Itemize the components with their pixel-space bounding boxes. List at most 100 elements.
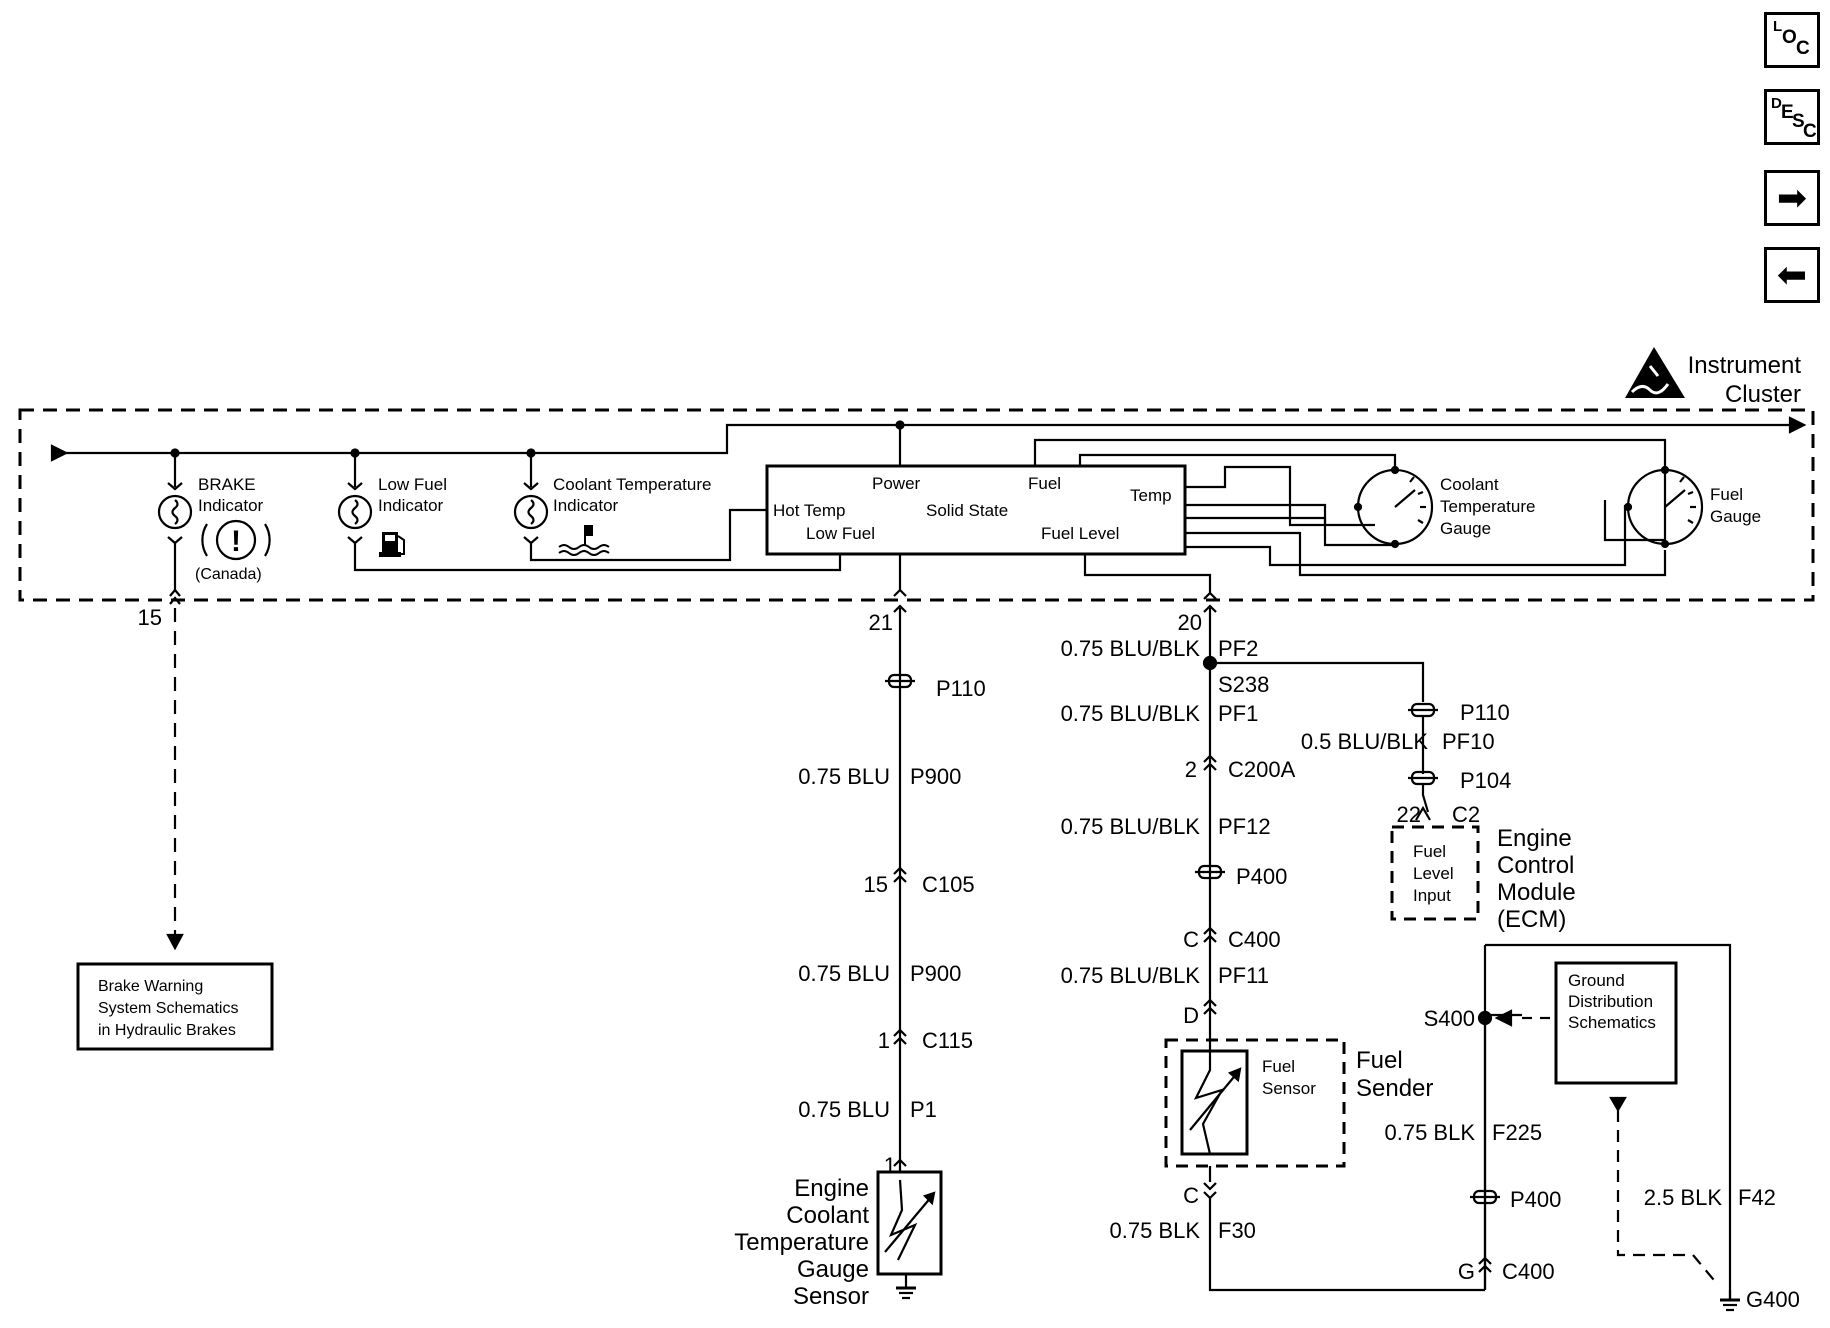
prev-page-button[interactable]: ⬅ <box>1764 247 1820 303</box>
coolant-temp-indicator-lamp <box>513 494 549 530</box>
ground-wire1-size: 0.75 BLK <box>1384 1120 1475 1145</box>
fuel-sensor-label-2: Sensor <box>1262 1079 1316 1098</box>
ground-distribution-box <box>1554 961 1678 1085</box>
coolant-gauge-label-2: Temperature <box>1440 497 1535 516</box>
ecm-input-label-3: Input <box>1413 886 1451 905</box>
coolant-wire1-size: 0.75 BLU <box>798 764 890 789</box>
fuel-c-pin-label: C <box>1183 1183 1199 1208</box>
brake-warning-schematics-box <box>76 962 274 1051</box>
ecm-p110-label: P110 <box>1460 700 1510 725</box>
fuel-sender-label-1: Fuel <box>1356 1047 1403 1074</box>
c105-pin-label: 15 <box>864 872 888 897</box>
g400-label: G400 <box>1746 1287 1800 1312</box>
low-fuel-label-2: Indicator <box>378 496 444 515</box>
right-arrow-icon: ➡ <box>1776 177 1808 219</box>
fuel-wire4-size: 0.75 BLU/BLK <box>1061 963 1201 988</box>
fuel-gauge-label-2: Gauge <box>1710 507 1761 526</box>
fuel-wire2-id: PF1 <box>1218 701 1258 726</box>
ground-dist-label-3: Schematics <box>1568 1013 1656 1032</box>
brake-box-line-3: in Hydraulic Brakes <box>98 1022 236 1039</box>
coolant-wire2-id: P900 <box>910 961 961 986</box>
desc-label-e: E <box>1781 102 1794 123</box>
fuel-wire3-id: PF12 <box>1218 814 1271 839</box>
ecm-boundary <box>1390 825 1480 921</box>
c105-label: C105 <box>922 872 975 897</box>
ecm-wire-id: PF10 <box>1442 729 1495 754</box>
desc-label-s: S <box>1792 111 1805 132</box>
fuel-wire1-id: PF2 <box>1218 636 1258 661</box>
fuel-sender-boundary <box>1164 1038 1346 1168</box>
ground-c400-label: C400 <box>1502 1259 1555 1284</box>
loc-label-l: L <box>1773 18 1783 35</box>
pin-15-label: 15 <box>138 605 162 630</box>
ecm-wire-size: 0.5 BLU/BLK <box>1301 729 1429 754</box>
brake-exclamation-icon <box>215 519 257 561</box>
coolant-p110-label: P110 <box>936 676 986 701</box>
ground-c400-pin-label: G <box>1458 1259 1475 1284</box>
ground-dist-label-1: Ground <box>1568 971 1625 990</box>
pin-20-label: 20 <box>1178 610 1202 635</box>
ecm-label-4: (ECM) <box>1497 906 1566 933</box>
desc-label-c: C <box>1803 121 1817 142</box>
fuel-wire3-size: 0.75 BLU/BLK <box>1061 814 1201 839</box>
ground-wire1-id: F225 <box>1492 1120 1542 1145</box>
p110-passthrough <box>885 673 915 689</box>
fuel-wire5-size: 0.75 BLK <box>1109 1218 1200 1243</box>
next-page-button[interactable]: ➡ <box>1764 170 1820 226</box>
desc-label-d: D <box>1771 95 1782 112</box>
coolant-wire1-id: P900 <box>910 764 961 789</box>
ecm-label-2: Control <box>1497 852 1574 879</box>
p400-passthrough-fuel <box>1195 864 1225 880</box>
p400-passthrough-ground <box>1470 1189 1500 1205</box>
brake-region-label: (Canada) <box>195 566 262 583</box>
esd-warning-icon <box>1625 347 1685 398</box>
brake-indicator-lamp <box>157 494 193 530</box>
fuel-sensor <box>1180 1049 1249 1156</box>
fuel-wire5-id: F30 <box>1218 1218 1256 1243</box>
fuel-c400-label: C400 <box>1228 927 1281 952</box>
coolant-gauge-label-3: Gauge <box>1440 519 1491 538</box>
fuel-wire4-id: PF11 <box>1218 963 1269 988</box>
fuel-p400-label: P400 <box>1236 864 1287 889</box>
ground-p400-label: P400 <box>1510 1187 1561 1212</box>
fuel-d-pin-label: D <box>1183 1003 1199 1028</box>
s400-label: S400 <box>1424 1006 1475 1031</box>
fuel-wire1-size: 0.75 BLU/BLK <box>1061 636 1201 661</box>
ss-solid-state-label: Solid State <box>926 501 1008 520</box>
ground-wire2-id: F42 <box>1738 1185 1776 1210</box>
ecm-pin-label: 22 <box>1397 802 1421 827</box>
ss-hot-temp-label: Hot Temp <box>773 501 845 520</box>
sensor-label-1: Engine <box>794 1175 869 1202</box>
instrument-cluster-boundary <box>18 408 1815 602</box>
coolant-gauge-sensor <box>876 1170 943 1276</box>
cluster-title-2: Cluster <box>1725 381 1801 408</box>
ecm-input-label-2: Level <box>1413 864 1454 883</box>
p110-passthrough-ecm <box>1408 702 1438 718</box>
brake-indicator-label-2: Indicator <box>198 496 264 515</box>
loc-button[interactable]: L O C <box>1764 12 1820 68</box>
coolant-wire2-size: 0.75 BLU <box>798 961 890 986</box>
ecm-p104-label: P104 <box>1460 768 1511 793</box>
desc-button[interactable]: D E S C <box>1764 89 1820 145</box>
ss-temp-label: Temp <box>1130 486 1172 505</box>
ss-power-label: Power <box>872 474 921 493</box>
sensor-label-5: Sensor <box>793 1283 869 1310</box>
c115-label: C115 <box>922 1028 973 1053</box>
fuel-c400-pin-label: C <box>1183 927 1199 952</box>
brake-box-line-2: System Schematics <box>98 1000 238 1017</box>
c200a-label: C200A <box>1228 757 1296 782</box>
left-arrow-icon: ⬅ <box>1776 254 1808 296</box>
cluster-title-1: Instrument <box>1688 352 1802 379</box>
brake-box-line-1: Brake Warning <box>98 978 203 995</box>
pin-21-label: 21 <box>869 610 893 635</box>
ecm-input-label-1: Fuel <box>1413 842 1446 861</box>
coolant-wire3-id: P1 <box>910 1097 937 1122</box>
sensor-label-3: Temperature <box>734 1229 869 1256</box>
low-fuel-indicator-lamp <box>337 494 373 530</box>
coolant-gauge-label-1: Coolant <box>1440 475 1499 494</box>
coolant-indicator-label-2: Indicator <box>553 496 619 515</box>
ground-wire2-size: 2.5 BLK <box>1644 1185 1723 1210</box>
fuel-sensor-label-1: Fuel <box>1262 1057 1295 1076</box>
coolant-indicator-label-1: Coolant Temperature <box>553 475 711 494</box>
